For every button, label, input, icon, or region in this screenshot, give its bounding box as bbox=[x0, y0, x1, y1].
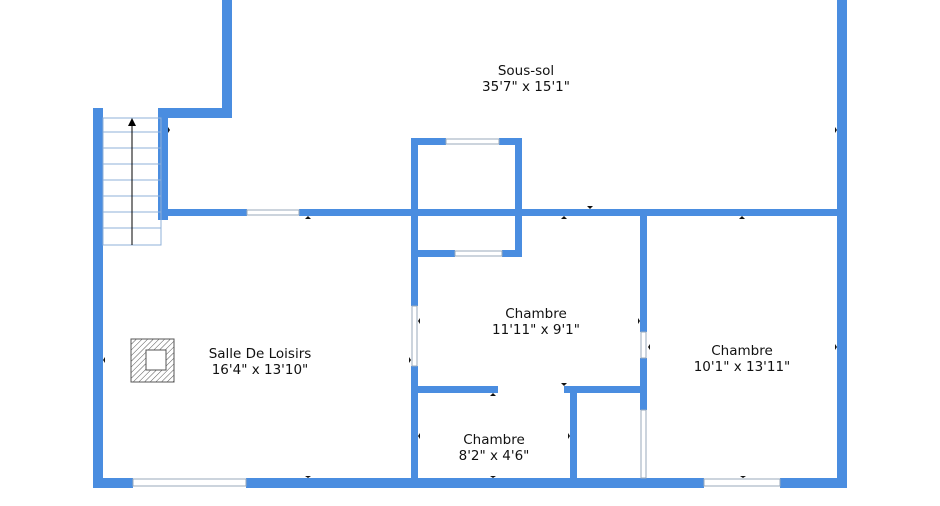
opening-closet-top bbox=[445, 138, 500, 145]
room-dims: 35'7" x 15'1" bbox=[482, 79, 570, 95]
wall-right-exterior bbox=[837, 0, 847, 488]
wall-stair-right bbox=[158, 108, 168, 220]
wall-divider-1 bbox=[163, 209, 247, 216]
wall-divider-2 bbox=[299, 209, 841, 216]
wall-bottom-2 bbox=[246, 478, 704, 488]
room-name: Chambre bbox=[463, 432, 525, 448]
room-dims: 8'2" x 4'6" bbox=[458, 448, 530, 464]
wall-closet-bottom-left bbox=[411, 250, 455, 257]
wall-bottom-3 bbox=[780, 478, 847, 488]
opening-right-room bbox=[640, 331, 647, 359]
window-bottom-left bbox=[132, 478, 247, 487]
wall-closet-left-top bbox=[411, 138, 418, 216]
fireplace-icon bbox=[130, 338, 175, 383]
windows bbox=[132, 138, 781, 487]
wall-top-ledge bbox=[158, 108, 232, 118]
room-dims: 10'1" x 13'11" bbox=[693, 359, 791, 375]
room-label-chambre-right: Chambre 10'1" x 13'11" bbox=[680, 343, 804, 375]
wall-top-left-vertical bbox=[222, 0, 232, 118]
wall-closet-bottom-right bbox=[502, 250, 522, 257]
room-label-salle-de-loisirs: Salle De Loisirs 16'4" x 13'10" bbox=[190, 346, 330, 378]
wall-small-closet bbox=[570, 386, 577, 483]
wall-right-room-lower bbox=[640, 358, 647, 410]
room-label-sous-sol: Sous-sol 35'7" x 15'1" bbox=[466, 63, 586, 95]
room-label-chambre-small: Chambre 8'2" x 4'6" bbox=[434, 432, 554, 464]
opening-right-lower bbox=[640, 409, 647, 479]
room-label-chambre-center: Chambre 11'11" x 9'1" bbox=[466, 306, 606, 338]
room-name: Chambre bbox=[505, 306, 567, 322]
measurement-markers bbox=[103, 127, 837, 478]
wall-small-room-top-left bbox=[418, 386, 498, 393]
wall-closet-top-left bbox=[411, 138, 446, 145]
room-dims: 16'4" x 13'10" bbox=[211, 362, 309, 378]
wall-closet-right bbox=[515, 138, 522, 256]
opening-left-closet bbox=[411, 305, 418, 367]
window-bottom-right bbox=[703, 478, 781, 487]
wall-closet-left-bottom bbox=[411, 216, 418, 306]
room-dims: 11'11" x 9'1" bbox=[492, 322, 580, 338]
room-name: Salle De Loisirs bbox=[208, 346, 312, 362]
wall-left-exterior bbox=[93, 108, 103, 488]
stairs-up-arrow-icon bbox=[128, 118, 136, 245]
opening-divider bbox=[246, 209, 300, 216]
wall-center-vertical bbox=[411, 366, 418, 483]
wall-small-room-top-right bbox=[564, 386, 644, 393]
opening-closet-bottom bbox=[454, 250, 503, 257]
walls bbox=[93, 0, 847, 488]
room-name: Sous-sol bbox=[497, 63, 555, 79]
room-name: Chambre bbox=[711, 343, 773, 359]
wall-closet-top-right bbox=[499, 138, 522, 145]
wall-right-room-upper bbox=[640, 216, 647, 332]
wall-bottom-1 bbox=[93, 478, 133, 488]
